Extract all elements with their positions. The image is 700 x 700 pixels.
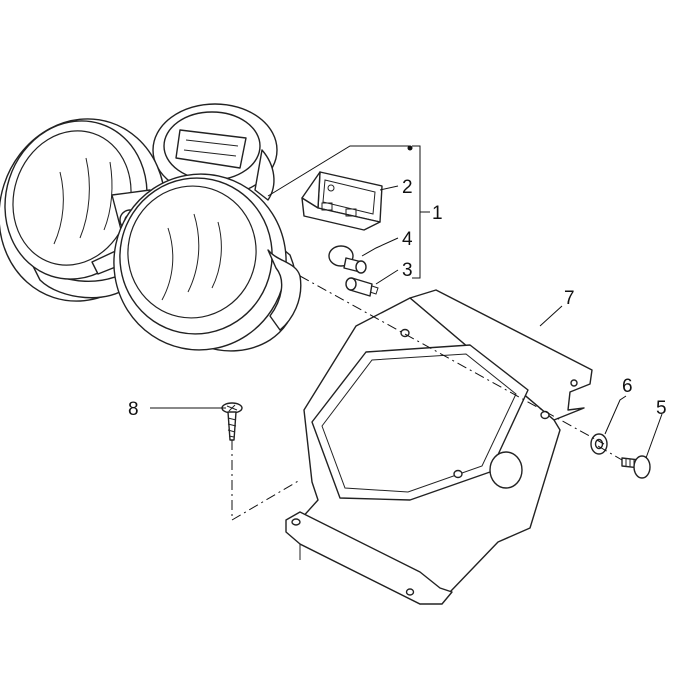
- assembly-lines: [231, 275, 623, 521]
- callout-2: 2: [402, 177, 413, 198]
- right-gauge: [113, 173, 302, 351]
- leader-dot: [407, 145, 413, 151]
- bulb-part: [328, 245, 367, 274]
- callout-8: 8: [128, 399, 139, 420]
- callout-4: 4: [402, 229, 413, 250]
- washer-part-6: [590, 433, 608, 455]
- lcd-display-module: [301, 171, 383, 231]
- screw-part-5: [621, 455, 651, 479]
- callout-6: 6: [622, 376, 633, 397]
- left-gauge: [0, 118, 166, 302]
- callout-5: 5: [656, 398, 667, 419]
- mounting-bracket: [285, 289, 593, 605]
- callout-1: 1: [432, 203, 443, 224]
- bulb-socket-part: [345, 277, 379, 297]
- callout-labels: 1 2 3 4 5 6 7 8: [128, 177, 667, 420]
- screw-part-8: [221, 402, 243, 441]
- leader-lines: [150, 145, 663, 459]
- callout-3: 3: [402, 260, 413, 281]
- instrument-cluster: [0, 103, 302, 352]
- callout-7: 7: [564, 288, 575, 309]
